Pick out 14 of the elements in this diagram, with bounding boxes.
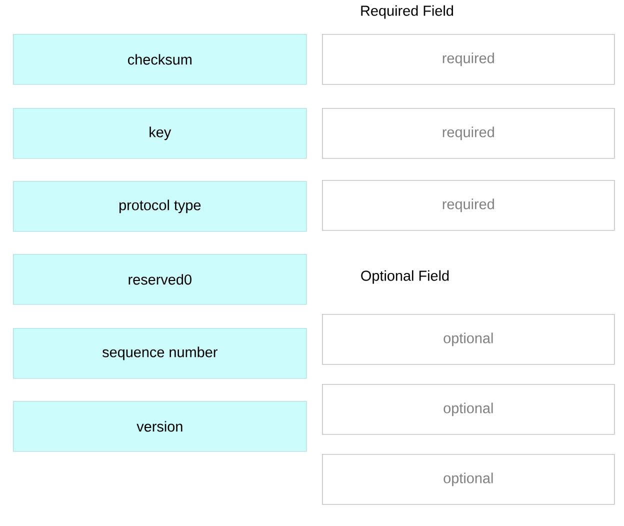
term-box: key [13, 108, 307, 159]
term-box: reserved0 [13, 254, 307, 305]
answer-box: optional [322, 384, 615, 435]
answer-box: required [322, 108, 615, 159]
answer-box: optional [322, 454, 615, 505]
answer-box: optional [322, 314, 615, 365]
term-box: version [13, 401, 307, 452]
term-box: protocol type [13, 181, 307, 232]
term-box: checksum [13, 34, 307, 85]
term-box: sequence number [13, 328, 307, 379]
column-heading: Required Field [361, 5, 454, 19]
column-heading: Optional Field [361, 270, 449, 284]
answer-box: required [322, 180, 615, 231]
answer-box: required [322, 34, 615, 85]
